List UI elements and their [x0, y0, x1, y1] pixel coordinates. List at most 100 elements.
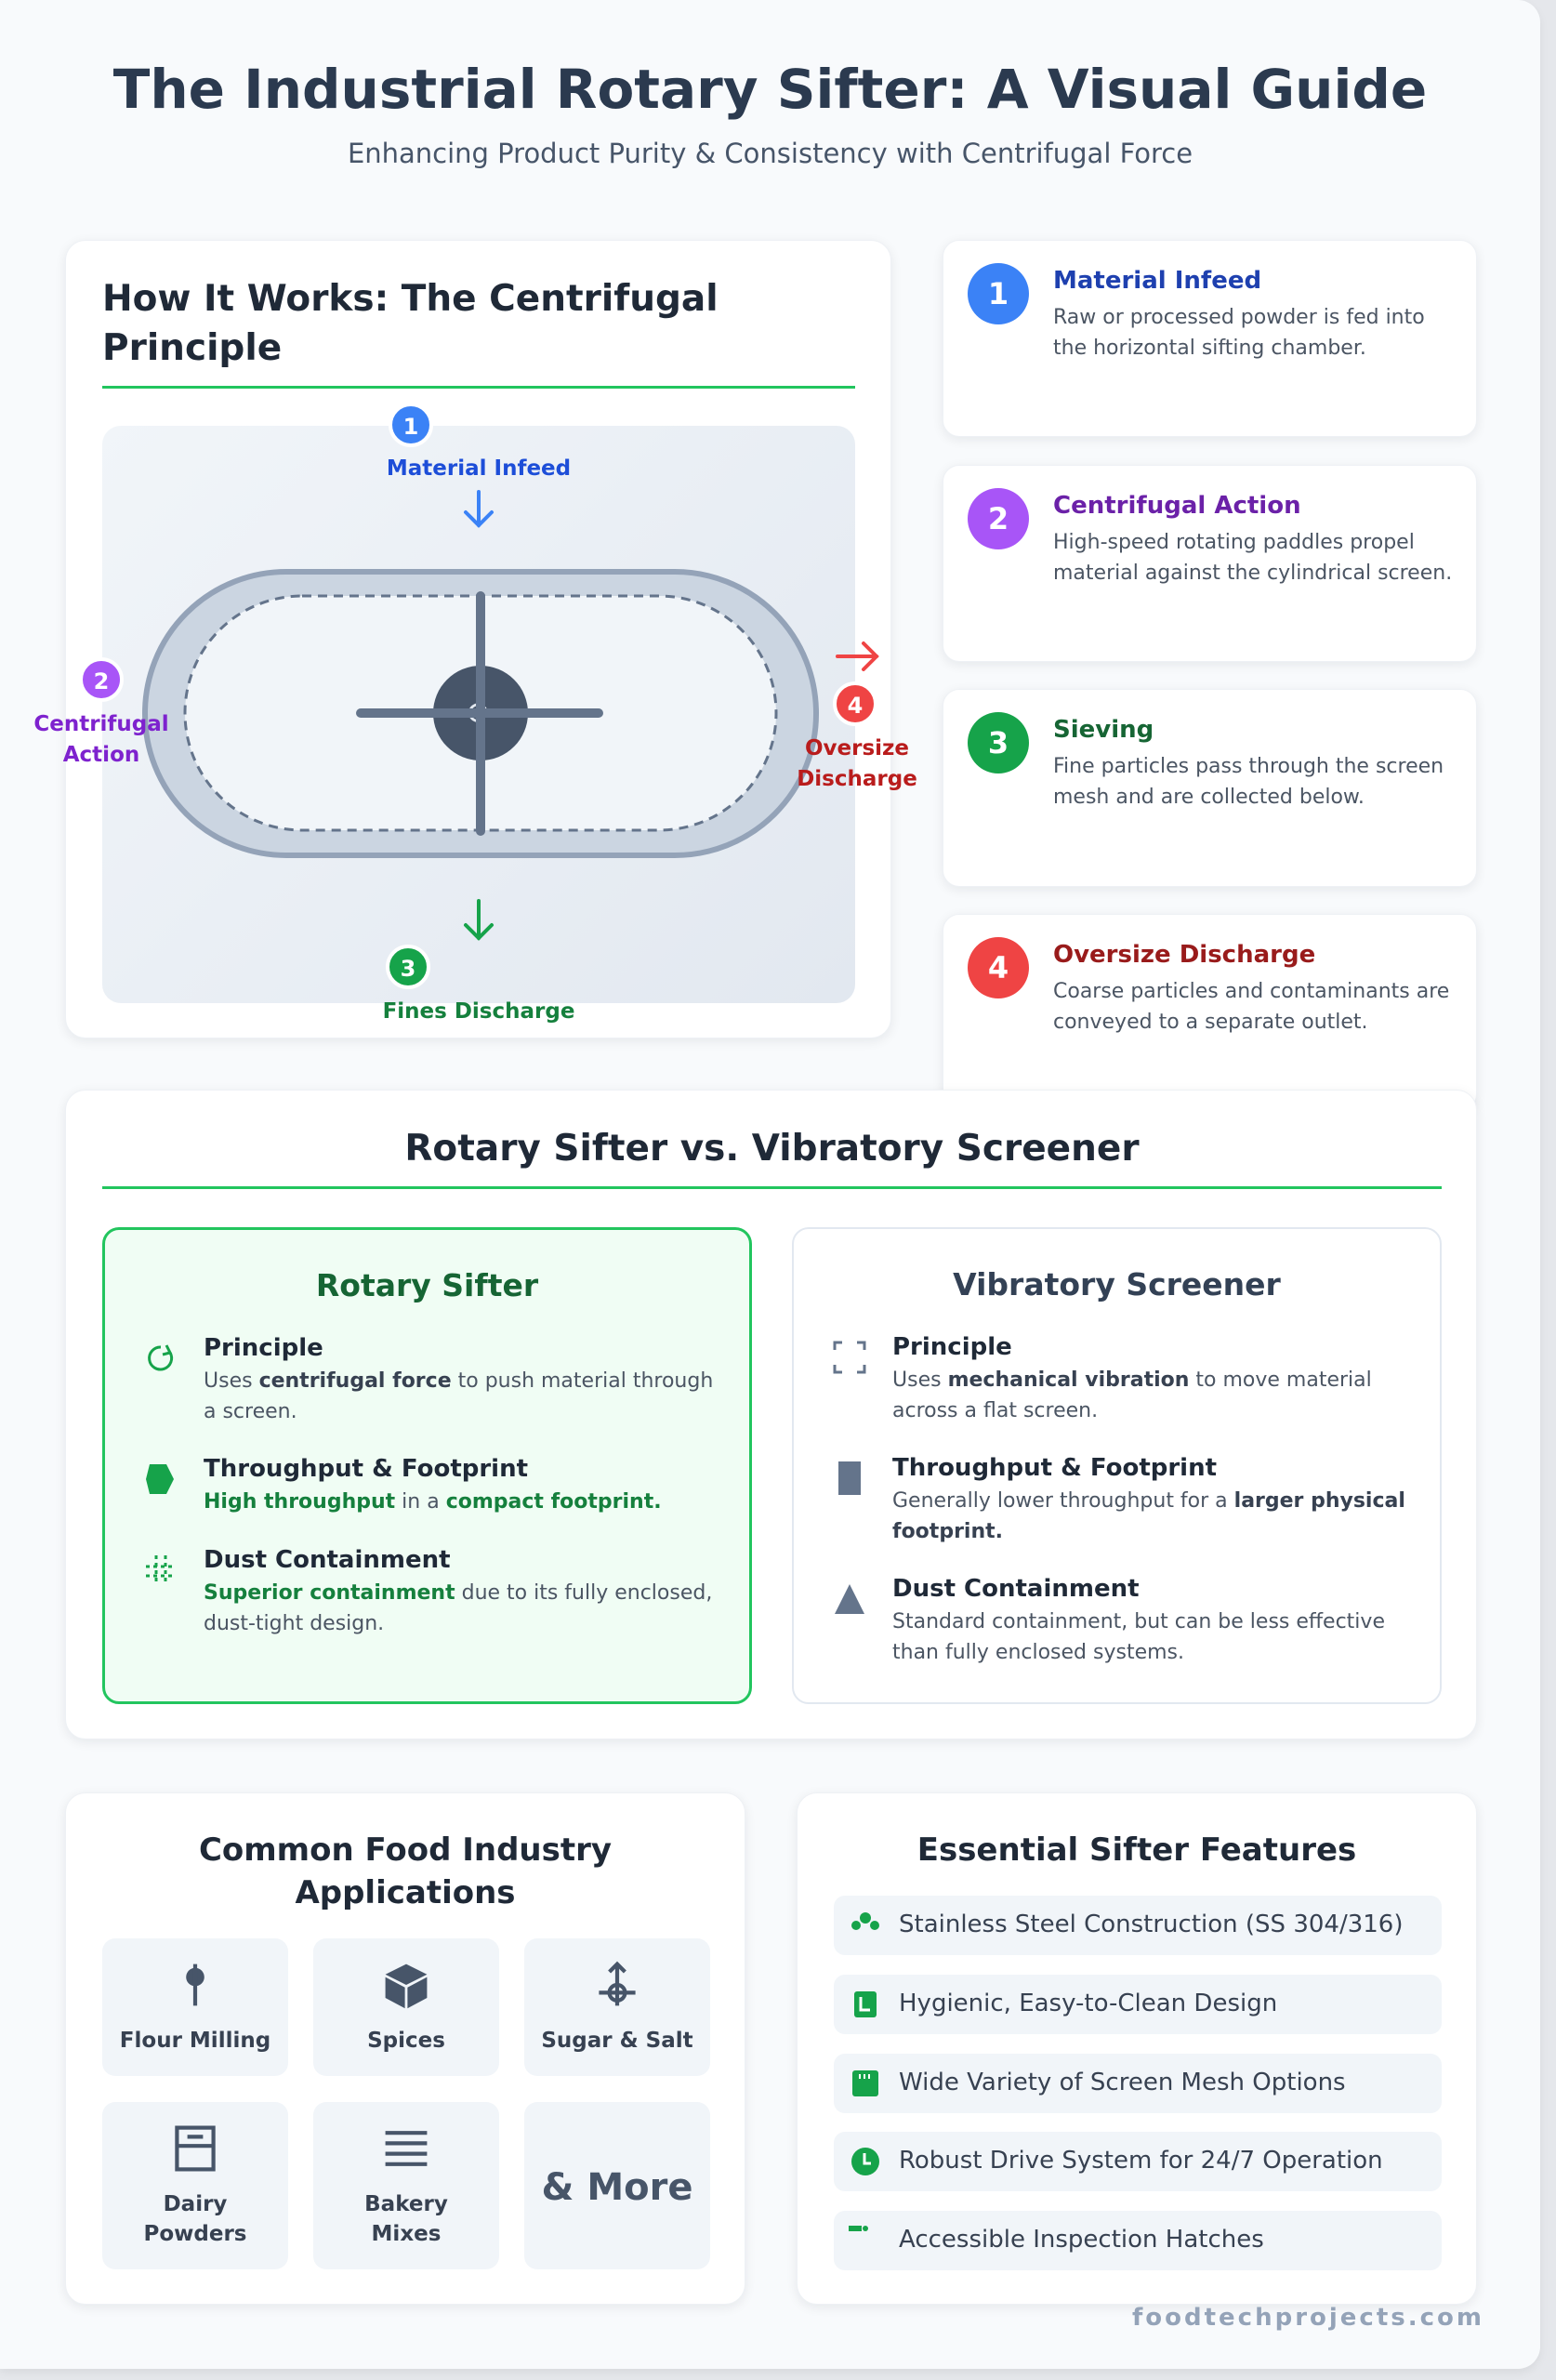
- feature-item: Accessible Inspection Hatches: [834, 2211, 1442, 2270]
- feature-item: Hygienic, Easy-to-Clean Design: [834, 1975, 1442, 2034]
- comparison-card: Rotary Sifter vs. Vibratory Screener Rot…: [65, 1090, 1477, 1739]
- badge-3-num: 3: [401, 956, 416, 982]
- clock-icon: [851, 2148, 879, 2175]
- wheat-icon: [186, 1964, 204, 2006]
- app-tile-more: & More: [524, 2102, 710, 2269]
- app-tile-bakery-mixes: Bakery Mixes: [313, 2102, 499, 2269]
- step-desc: Fine particles pass through the screen m…: [1053, 755, 1444, 809]
- tile-label: Mixes: [371, 2222, 442, 2246]
- feature-desc: High throughput in a compact footprint.: [204, 1490, 662, 1514]
- label-oversize: Oversize: [805, 736, 909, 760]
- rotary-principle: Principle Uses centrifugal force to push…: [148, 1334, 724, 1427]
- page-title: The Industrial Rotary Sifter: A Visual G…: [112, 58, 1428, 121]
- feature-title: Throughput & Footprint: [204, 1455, 529, 1483]
- step-card-4: 4 Oversize Discharge Coarse particles an…: [943, 914, 1477, 1111]
- feature-title: Dust Containment: [892, 1575, 1140, 1603]
- triangle-icon: [835, 1584, 864, 1614]
- feature-label: Accessible Inspection Hatches: [899, 2226, 1264, 2254]
- rotary-sifter-box: Rotary Sifter Principle Uses centrifugal…: [102, 1227, 752, 1704]
- tile-label: & More: [541, 2166, 693, 2209]
- label-material-infeed: Material Infeed: [387, 456, 571, 481]
- footer-site: foodtechprojects.com: [1131, 2304, 1484, 2332]
- vibratory-throughput: Throughput & Footprint Generally lower t…: [838, 1454, 1413, 1547]
- step-title: Centrifugal Action: [1053, 492, 1301, 520]
- feature-title: Principle: [892, 1333, 1012, 1361]
- rotary-title: Rotary Sifter: [315, 1267, 539, 1303]
- badge-4: [833, 681, 877, 726]
- vibratory-screener-box: Vibratory Screener Principle Uses mechan…: [792, 1227, 1442, 1704]
- badge-4-num: 4: [848, 693, 864, 719]
- feature-title: Dust Containment: [204, 1546, 451, 1574]
- app-tile-dairy-powders: Dairy Powders: [102, 2102, 288, 2269]
- feature-title: Principle: [204, 1334, 323, 1362]
- feature-item: Robust Drive System for 24/7 Operation: [834, 2132, 1442, 2191]
- tile-label: Bakery: [364, 2192, 448, 2216]
- feature-item: Wide Variety of Screen Mesh Options: [834, 2054, 1442, 2113]
- grid-icon: [146, 1555, 176, 1585]
- label-centrifugal: Centrifugal: [33, 712, 168, 736]
- step-desc: Coarse particles and contaminants are co…: [1053, 980, 1450, 1034]
- feature-desc: Generally lower throughput for a larger …: [892, 1489, 1405, 1543]
- how-it-works-card: How It Works: The Centrifugal Principle …: [33, 240, 917, 1038]
- step-card-3: 3 Sieving Fine particles pass through th…: [943, 689, 1477, 887]
- vibratory-title: Vibratory Screener: [953, 1266, 1281, 1302]
- how-it-works-title: How It Works: The Centrifugal Principle: [102, 278, 719, 369]
- sifter-diagram: ⟳ 1 Material Infeed 2 Centrifugal Action…: [33, 403, 917, 1024]
- badge-2-num: 2: [94, 668, 110, 694]
- step-number: 2: [968, 488, 1029, 549]
- step-title: Oversize Discharge: [1053, 941, 1316, 969]
- feature-item: Stainless Steel Construction (SS 304/316…: [834, 1896, 1442, 1955]
- badge-1-num: 1: [403, 414, 419, 440]
- mesh-icon: [852, 2070, 878, 2096]
- arrow-right-red-icon: [836, 641, 879, 671]
- app-tile-spices: Spices: [313, 1938, 499, 2076]
- feature-label: Hygienic, Easy-to-Clean Design: [899, 1990, 1278, 2017]
- feature-desc: Standard containment, but can be less ef…: [892, 1610, 1385, 1664]
- step-title: Sieving: [1053, 716, 1154, 744]
- archive-icon: [175, 2125, 216, 2172]
- step-card-2: 2 Centrifugal Action High-speed rotating…: [943, 465, 1477, 662]
- applications-card: Common Food Industry Applications Flour …: [65, 1792, 745, 2305]
- expand-icon: [833, 1341, 866, 1374]
- vibratory-dust: Dust Containment Standard containment, b…: [835, 1575, 1413, 1668]
- feature-label: Stainless Steel Construction (SS 304/316…: [899, 1911, 1404, 1938]
- tile-label: Dairy: [163, 2192, 228, 2216]
- arrow-down-green-icon: [464, 899, 494, 941]
- step-desc: Raw or processed powder is fed into the …: [1053, 306, 1425, 360]
- comparison-title: Rotary Sifter vs. Vibratory Screener: [404, 1128, 1140, 1170]
- rectangle-icon: [838, 1461, 861, 1495]
- label-discharge: Discharge: [797, 767, 917, 791]
- tile-label: Spices: [367, 2029, 445, 2053]
- features-title: Essential Sifter Features: [916, 1831, 1357, 1869]
- vibratory-principle: Principle Uses mechanical vibration to m…: [833, 1333, 1413, 1426]
- rotate-icon: [148, 1344, 174, 1371]
- step-number: 4: [968, 937, 1029, 998]
- cube-icon: [385, 1964, 428, 2009]
- arrow-down-blue-icon: [464, 490, 494, 528]
- badge-2: [79, 657, 124, 702]
- step-title: Material Infeed: [1053, 267, 1262, 295]
- step-number: 1: [968, 263, 1029, 324]
- list-icon: [385, 2131, 428, 2166]
- app-tile-sugar-salt: Sugar & Salt: [524, 1938, 710, 2076]
- features-card: Essential Sifter Features Stainless Stee…: [797, 1792, 1477, 2305]
- cluster-icon: [851, 1912, 879, 1930]
- feature-desc: Uses mechanical vibration to move materi…: [892, 1368, 1372, 1422]
- hatch-icon: [849, 2226, 868, 2231]
- feature-desc: Uses centrifugal force to push material …: [204, 1369, 714, 1423]
- feature-label: Robust Drive System for 24/7 Operation: [899, 2147, 1383, 2175]
- applications-title: Common Food Industry Applications: [198, 1831, 613, 1911]
- step-card-1: 1 Material Infeed Raw or processed powde…: [943, 240, 1477, 437]
- feature-label: Wide Variety of Screen Mesh Options: [899, 2069, 1346, 2096]
- tile-label: Flour Milling: [119, 2029, 271, 2053]
- title-underline: [102, 1186, 1442, 1189]
- rotary-dust: Dust Containment Superior containment du…: [146, 1546, 724, 1639]
- step-number: 3: [968, 712, 1029, 774]
- title-underline: [102, 386, 855, 389]
- tile-label: Sugar & Salt: [541, 2029, 693, 2053]
- feature-title: Throughput & Footprint: [892, 1454, 1218, 1482]
- badge-3: [386, 945, 430, 989]
- step-desc: High-speed rotating paddles propel mater…: [1053, 531, 1453, 585]
- page-subtitle: Enhancing Product Purity & Consistency w…: [347, 138, 1193, 169]
